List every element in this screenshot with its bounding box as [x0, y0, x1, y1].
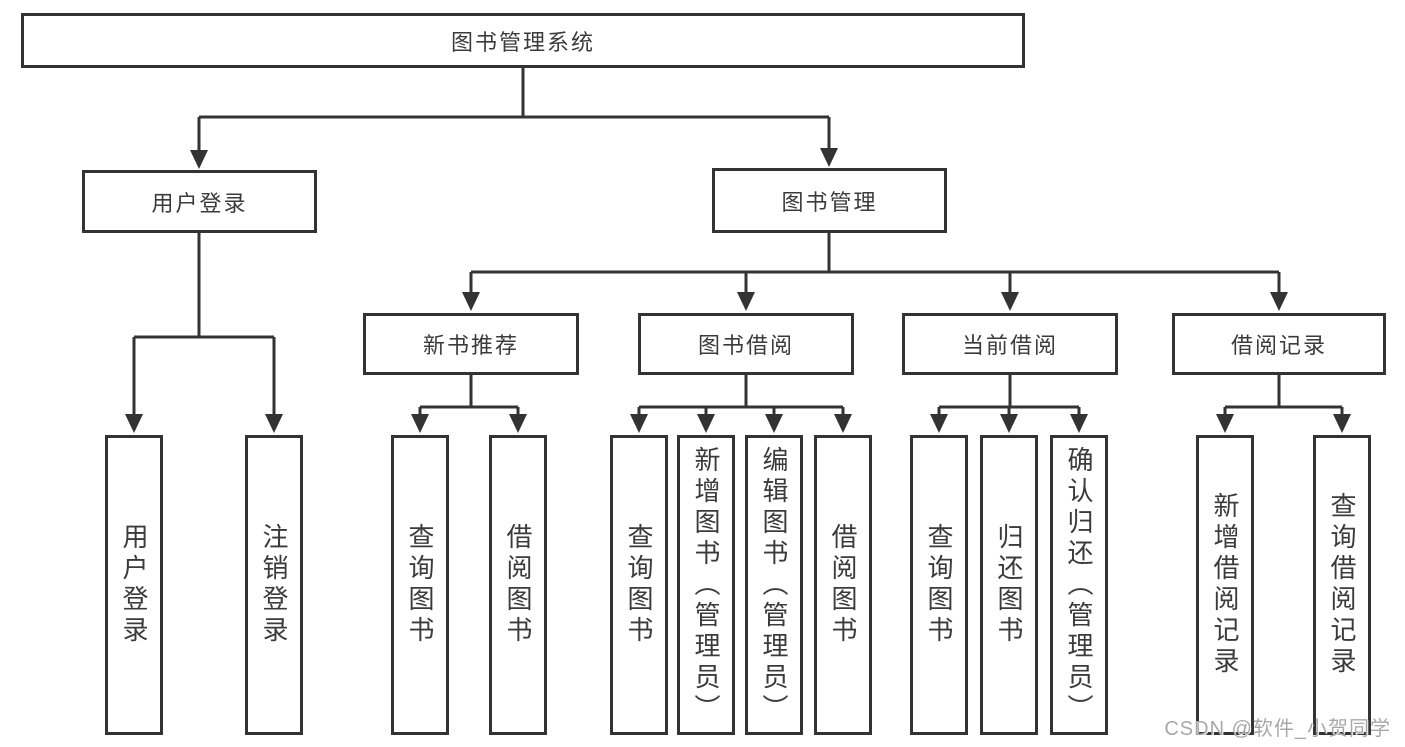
- leaf-query-book-borrow: 查询图书: [610, 435, 668, 735]
- leaf-logout-label: 注销登录: [259, 523, 289, 647]
- leaf-query-book-current: 查询图书: [910, 435, 968, 735]
- leaf-query-book-current-label: 查询图书: [924, 523, 954, 647]
- node-user-login: 用户登录: [82, 170, 317, 233]
- leaf-edit-book-admin: 编辑图书（管理员）: [745, 435, 803, 735]
- leaf-borrow-book-recommend-label: 借阅图书: [503, 523, 533, 647]
- leaf-add-book-admin-label: 新增图书（管理员）: [691, 445, 721, 725]
- node-current-borrow-label: 当前借阅: [961, 333, 1058, 358]
- leaf-add-book-admin: 新增图书（管理员）: [677, 435, 735, 735]
- leaf-confirm-return-admin-label: 确认归还（管理员）: [1064, 445, 1094, 725]
- node-current-borrow: 当前借阅: [902, 313, 1118, 375]
- node-root-label: 图书管理系统: [450, 29, 595, 55]
- leaf-add-borrow-record-label: 新增借阅记录: [1210, 492, 1240, 678]
- leaf-edit-book-admin-label: 编辑图书（管理员）: [759, 445, 789, 725]
- leaf-return-book: 归还图书: [980, 435, 1038, 735]
- leaf-borrow-book-label: 借阅图书: [828, 523, 858, 647]
- leaf-confirm-return-admin: 确认归还（管理员）: [1050, 435, 1108, 735]
- node-book-borrow-label: 图书借阅: [697, 333, 794, 358]
- leaf-user-login-label: 用户登录: [119, 523, 149, 647]
- leaf-borrow-book: 借阅图书: [814, 435, 872, 735]
- leaf-query-book-borrow-label: 查询图书: [624, 523, 654, 647]
- leaf-logout: 注销登录: [245, 435, 303, 735]
- node-book-management-label: 图书管理: [781, 189, 878, 215]
- node-borrow-record-label: 借阅记录: [1230, 333, 1327, 358]
- leaf-borrow-book-recommend: 借阅图书: [489, 435, 547, 735]
- node-book-borrow: 图书借阅: [638, 313, 854, 375]
- leaf-query-book-recommend-label: 查询图书: [405, 523, 435, 647]
- leaf-query-book-recommend: 查询图书: [391, 435, 449, 735]
- node-new-book-recommend: 新书推荐: [363, 313, 579, 375]
- node-new-book-recommend-label: 新书推荐: [422, 333, 519, 358]
- node-borrow-record: 借阅记录: [1172, 313, 1386, 375]
- node-book-management: 图书管理: [712, 168, 947, 233]
- leaf-query-borrow-record: 查询借阅记录: [1313, 435, 1371, 735]
- node-root-system: 图书管理系统: [21, 13, 1025, 68]
- leaf-query-borrow-record-label: 查询借阅记录: [1327, 492, 1357, 678]
- leaf-return-book-label: 归还图书: [994, 523, 1024, 647]
- csdn-watermark: CSDN @软件_小贺同学: [1164, 718, 1391, 740]
- leaf-user-login: 用户登录: [105, 435, 163, 735]
- node-user-login-label: 用户登录: [151, 190, 248, 216]
- leaf-add-borrow-record: 新增借阅记录: [1196, 435, 1254, 735]
